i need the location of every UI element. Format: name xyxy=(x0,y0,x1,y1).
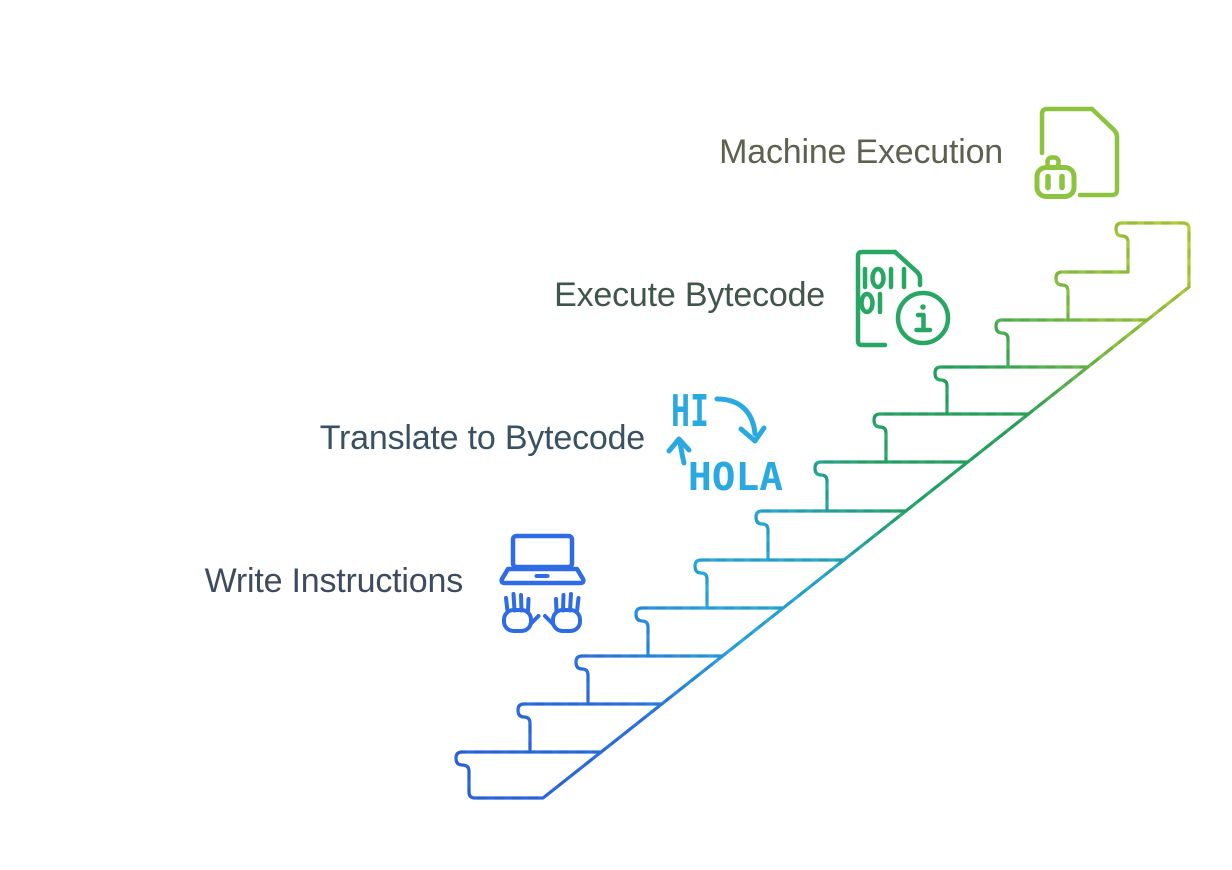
step-label-translate-to-bytecode: Translate to Bytecode xyxy=(319,419,645,457)
robot-file-group xyxy=(1034,106,1120,199)
robot-eyes xyxy=(1045,173,1065,191)
binary-row-2 xyxy=(859,291,883,315)
arrow-up-head xyxy=(666,436,692,454)
binary-file-info-icon xyxy=(855,249,951,348)
word-bottom: HOLA xyxy=(688,455,783,499)
laptop-screen xyxy=(510,533,575,570)
left-hand xyxy=(502,592,541,633)
document-folded-corner xyxy=(892,249,923,288)
laptop-typing-hands-icon xyxy=(499,533,586,633)
step-label-write-instructions: Write Instructions xyxy=(204,562,464,600)
info-circle xyxy=(895,290,951,346)
right-hand xyxy=(543,592,582,633)
step-label-execute-bytecode: Execute Bytecode xyxy=(554,276,825,314)
curved-arrow-down-icon xyxy=(714,396,758,437)
document-folded-corner xyxy=(1077,106,1120,198)
staircase-dash-texture xyxy=(454,221,1191,800)
step-label-machine-execution: Machine Execution xyxy=(719,133,1003,171)
info-i-stem xyxy=(914,312,933,333)
binary-row-1 xyxy=(862,266,907,290)
document-outline xyxy=(855,249,898,348)
info-i-dot xyxy=(920,304,926,310)
translation-icon-group: HI HOLA xyxy=(666,386,783,499)
word-top: HI xyxy=(671,386,709,437)
laptop-icon-group xyxy=(499,533,586,633)
robot-file-icon xyxy=(1034,106,1120,199)
document-outline xyxy=(1039,106,1095,156)
translation-words-arrows-icon: HI HOLA xyxy=(666,386,783,499)
robot-head xyxy=(1034,165,1077,199)
curved-arrow-down-head xyxy=(738,425,767,444)
laptop-base xyxy=(499,566,586,586)
binary-file-group xyxy=(855,249,951,348)
staircase-outline xyxy=(454,221,1191,800)
